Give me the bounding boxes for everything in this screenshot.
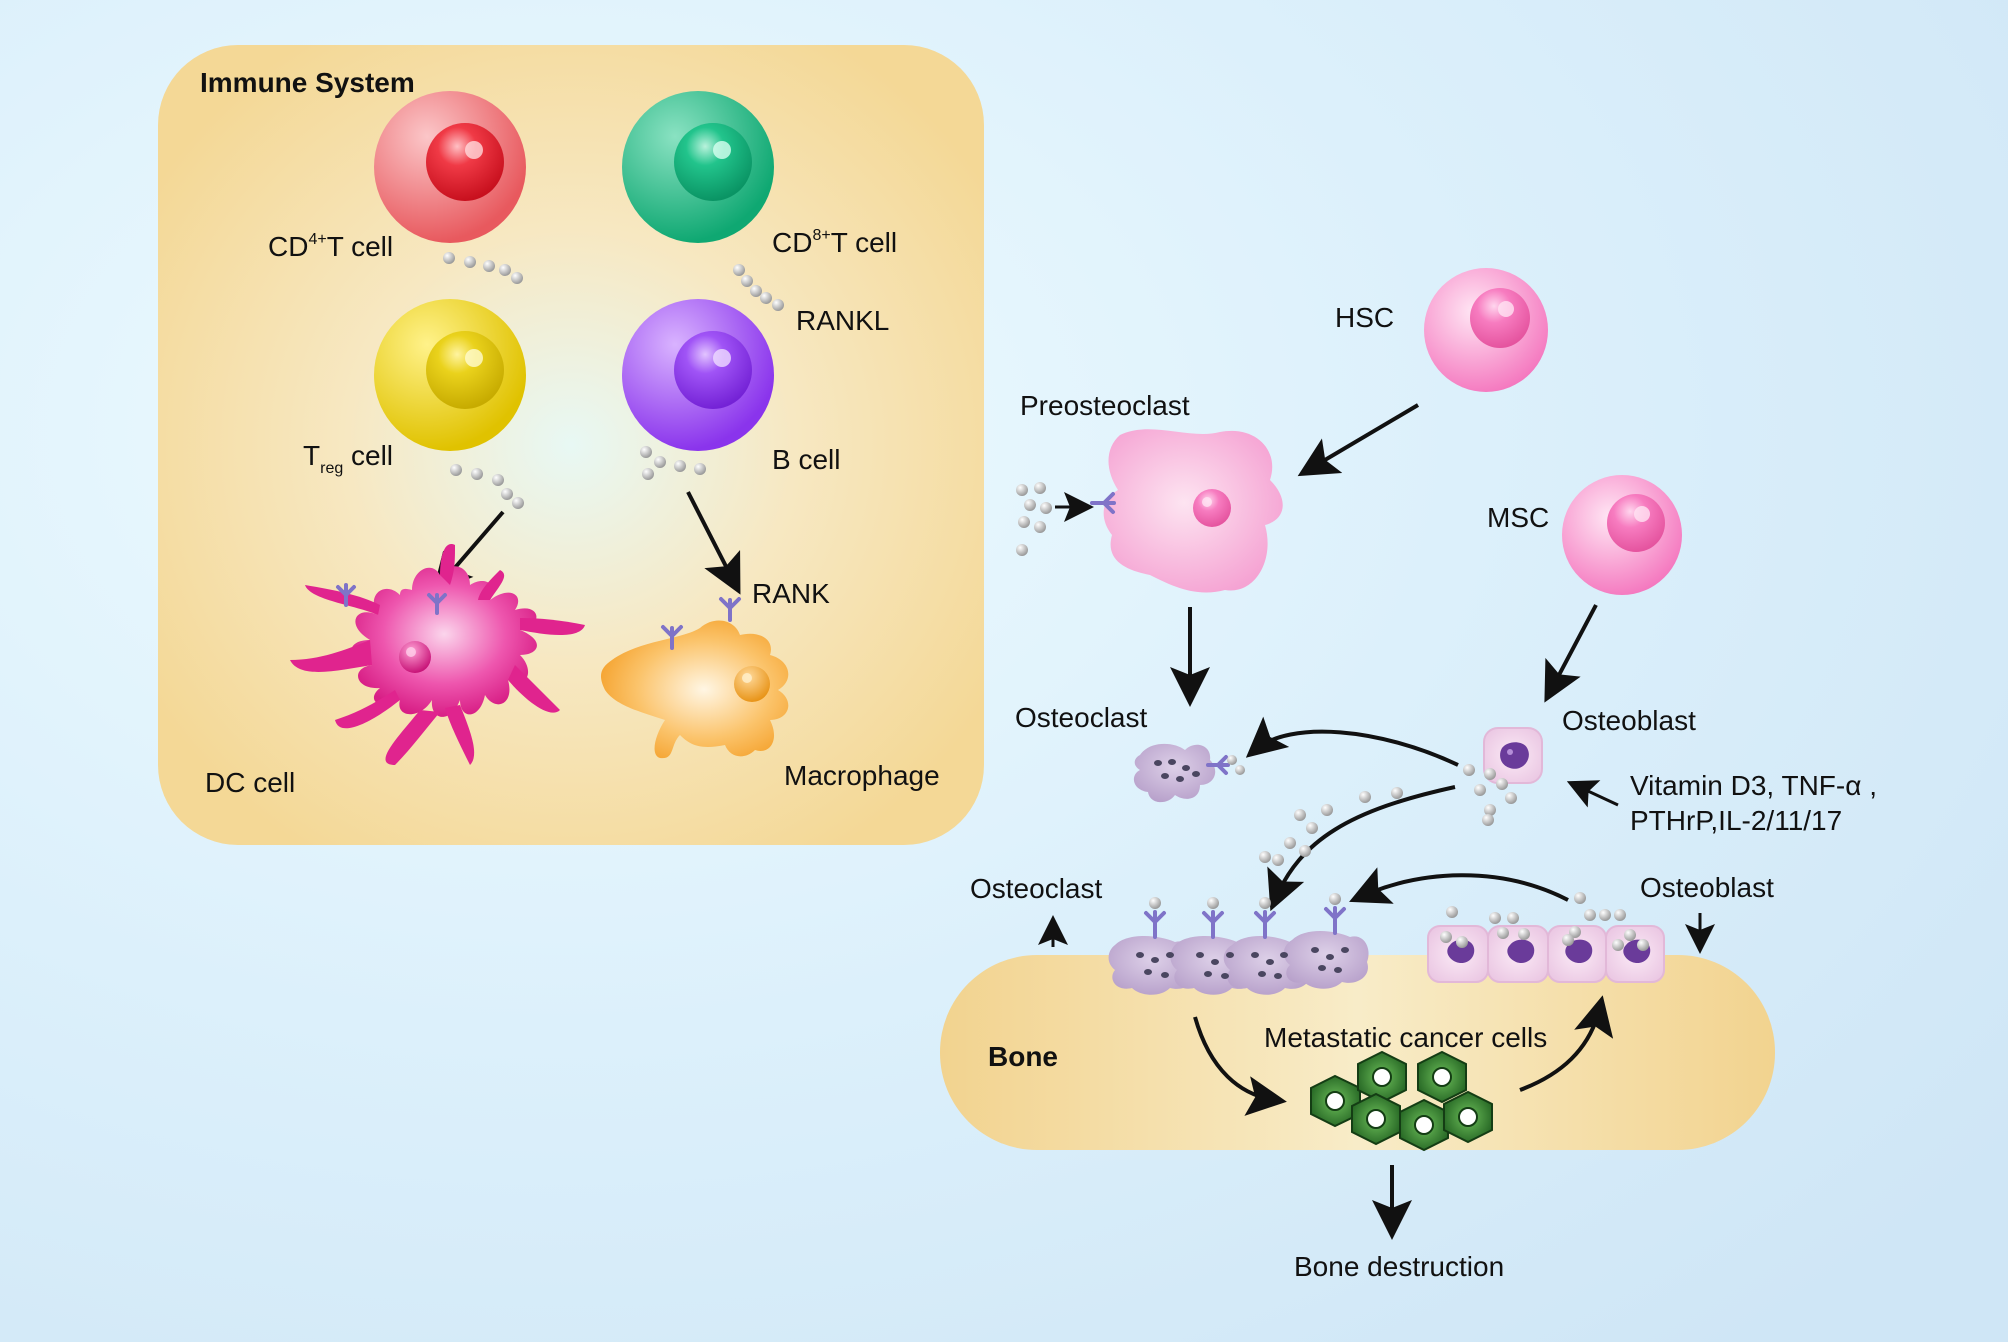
arrow-osteoblast-to-osteoclast-layer (1267, 785, 1456, 912)
arrow-osteoblast-layer-to-osteoclast-layer (1349, 867, 1569, 904)
arrow-osteoblast-to-osteoclast (1245, 716, 1459, 767)
arrow-msc-to-osteoblast (1544, 604, 1598, 703)
b-cell-dots (640, 446, 706, 480)
preosteoclast-label: Preosteoclast (1020, 390, 1190, 421)
arrow-hsc-to-preosteoclast (1297, 403, 1420, 477)
arrow-cancer-to-osteoblast (1519, 995, 1614, 1092)
osteoclast-layer (1108, 893, 1369, 995)
bone-destruction-label: Bone destruction (1294, 1251, 1504, 1282)
arrow-factors-to-osteoblast (1566, 780, 1619, 808)
hsc-label: HSC (1335, 302, 1394, 333)
factors-line2: PTHrP,IL-2/11/17 (1630, 805, 1842, 836)
cd8-t-cell-label: CD8+T cell (772, 227, 897, 258)
osteoblast-layer-label: Osteoblast (1640, 872, 1774, 903)
osteoclast-layer-label: Osteoclast (970, 873, 1102, 904)
arrow-osteoclast-to-cancer (1193, 1016, 1287, 1116)
osteoclast-dots (1227, 755, 1245, 775)
bone (940, 955, 1775, 1150)
bone-label: Bone (988, 1041, 1058, 1072)
cd4-t-cell-label: CD4+T cell (268, 231, 393, 262)
msc-label: MSC (1487, 502, 1549, 533)
dc-cell-label: DC cell (205, 767, 295, 798)
macrophage (600, 597, 789, 759)
cd8-t-cell (622, 91, 774, 243)
arrow-bcell-to-macrophage (686, 491, 741, 595)
msc-cell (1562, 475, 1682, 595)
factors-line1: Vitamin D3, TNF-α , (1630, 770, 1877, 801)
osteoblast-dots (1463, 764, 1517, 826)
metastatic-cancer-cells (1310, 1050, 1493, 1152)
preosteoclast-dots (1016, 482, 1052, 556)
rankl-label: RANKL (796, 305, 889, 336)
rankl-molecules-cd8 (733, 264, 784, 311)
immune-system-panel: Immune System CD4+T cell CD8+T cell RANK… (158, 45, 984, 845)
osteoclast-cell (1133, 743, 1230, 803)
preosteoclast-cell (1090, 429, 1283, 593)
osteoblast-layer (1427, 892, 1665, 983)
treg-cell (374, 299, 526, 451)
osteoblast-label: Osteoblast (1562, 705, 1696, 736)
treg-dots (450, 464, 524, 509)
macrophage-label: Macrophage (784, 760, 940, 791)
treg-cell-label: Treg cell (303, 440, 393, 477)
rank-label: RANK (752, 578, 830, 609)
b-cell (622, 299, 774, 451)
cancer-label: Metastatic cancer cells (1264, 1022, 1547, 1053)
osteoclast-label: Osteoclast (1015, 702, 1147, 733)
rankl-molecules-cd4 (443, 252, 523, 284)
rankl-molecules-flying (1259, 787, 1403, 866)
dc-cell (290, 544, 585, 765)
b-cell-label: B cell (772, 444, 840, 475)
immune-panel-title: Immune System (200, 67, 415, 98)
osteoblast-cell (1483, 727, 1543, 784)
hsc-cell (1424, 268, 1548, 392)
cd4-t-cell (374, 91, 526, 243)
